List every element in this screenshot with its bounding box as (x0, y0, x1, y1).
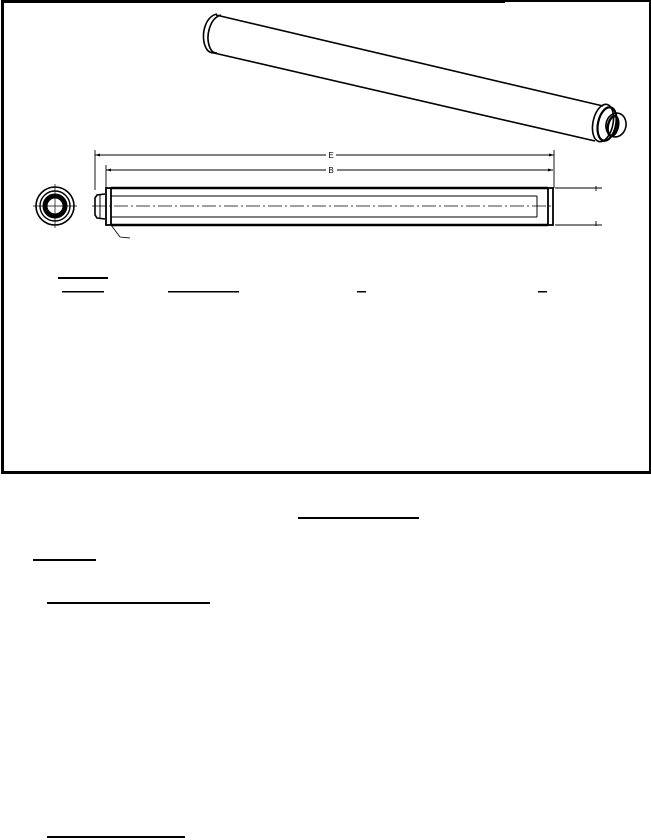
figure-frame-top-border-thin (505, 0, 651, 2)
side-view (92, 186, 554, 239)
section-heading-underline (298, 517, 419, 519)
dimension-lines (94, 150, 602, 226)
figure-frame-top-border (1, 0, 505, 3)
legend-rules (58, 277, 547, 293)
isometric-view (202, 13, 627, 143)
dimension-label-b: B (328, 166, 333, 175)
end-view (33, 184, 77, 228)
subsection-heading-underline (33, 559, 96, 561)
arrowheads (95, 153, 554, 172)
paragraph-heading-2-underline (47, 836, 185, 838)
figure-frame (1, 0, 651, 474)
paragraph-heading-1-underline (47, 602, 210, 604)
dimension-label-e: E (328, 151, 333, 160)
filter-element-drawing: E B (33, 13, 627, 293)
